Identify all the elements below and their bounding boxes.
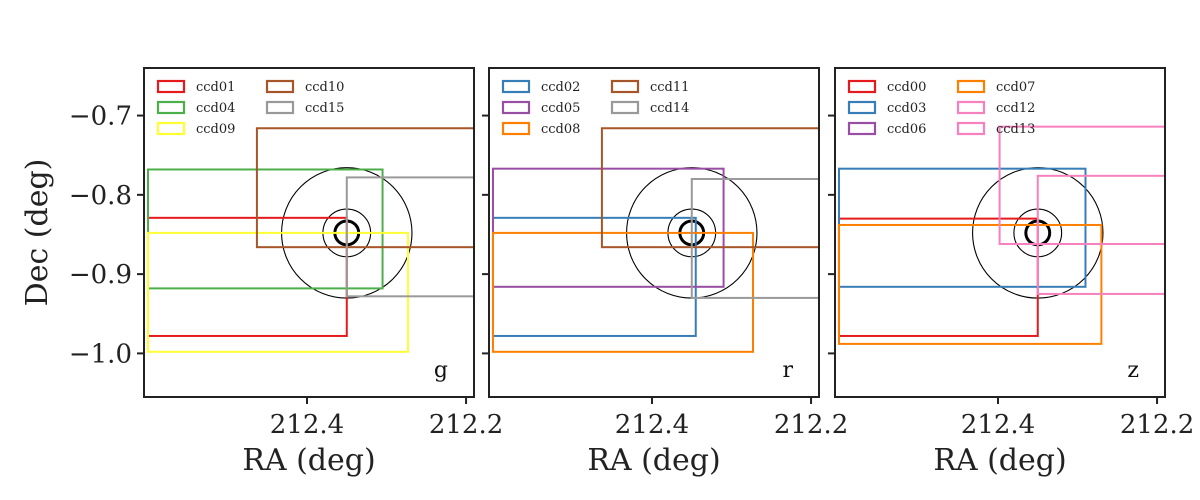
legend-swatch-ccd10 (265, 79, 295, 94)
legend-swatch-ccd05 (501, 100, 531, 115)
x-axis-title: RA (deg) (933, 443, 1066, 478)
legend-label-ccd06: ccd06 (887, 122, 926, 137)
legend-swatch-ccd07 (956, 79, 986, 94)
legend-swatch-ccd08 (501, 121, 531, 136)
plot-area (146, 127, 474, 353)
footprint-ccd05 (491, 167, 725, 288)
legend-swatch-ccd02 (501, 79, 531, 94)
panel-g: −0.7 −0.8 −0.9 −1.0 212.4 212.2 RA (deg) Dec (d… (20, 67, 503, 478)
legend-swatch-ccd00 (847, 79, 877, 94)
footprint-ccd09 (146, 231, 410, 353)
x-tick-label: 212.2 (774, 410, 848, 440)
footprint-ccd02 (491, 216, 697, 337)
band-label: g (434, 358, 448, 383)
legend-label-ccd10: ccd10 (305, 80, 344, 95)
legend-label-ccd05: ccd05 (541, 101, 580, 116)
footprint-ccd07 (837, 223, 1103, 345)
legend-label-ccd11: ccd11 (650, 80, 689, 95)
x-tick-label: 212.4 (615, 410, 689, 440)
legend-label-ccd04: ccd04 (196, 101, 235, 116)
legend-label-ccd08: ccd08 (541, 122, 580, 137)
legend-label-ccd12: ccd12 (996, 101, 1035, 116)
legend: ccd02 ccd05 ccd08 ccd11 ccd14 (501, 79, 689, 137)
footprint-ccd11 (600, 127, 819, 249)
footprint-ccd15 (345, 176, 474, 298)
x-tick-label: 212.2 (429, 410, 503, 440)
legend-label-ccd00: ccd00 (887, 80, 926, 95)
legend-swatch-ccd09 (156, 121, 186, 136)
band-label: z (1127, 358, 1139, 383)
legend-label-ccd09: ccd09 (196, 122, 235, 137)
x-axis-title: RA (deg) (587, 443, 720, 478)
footprint-ccd01 (146, 216, 348, 337)
x-axis-title: RA (deg) (242, 443, 375, 478)
footprint-ccd14 (690, 177, 819, 299)
legend: ccd00 ccd03 ccd06 ccd07 ccd12 ccd13 (847, 79, 1035, 137)
y-tick-label: −1.0 (69, 339, 132, 369)
x-tick-label: 212.4 (270, 410, 344, 440)
footprint-ccd04 (146, 168, 384, 290)
plot-area (837, 125, 1165, 345)
legend-swatch-ccd12 (956, 100, 986, 115)
legend-label-ccd03: ccd03 (887, 101, 926, 116)
band-label: r (782, 358, 793, 383)
x-tick-label: 212.2 (1120, 410, 1194, 440)
y-tick-label: −0.9 (69, 260, 132, 290)
footprint-ccd00 (837, 217, 1039, 337)
plot-area (491, 127, 819, 353)
footprint-ccd12 (998, 125, 1165, 245)
y-tick-label: −0.7 (69, 102, 132, 132)
legend-label-ccd13: ccd13 (996, 122, 1035, 137)
legend-label-ccd07: ccd07 (996, 80, 1035, 95)
x-tick-label: 212.4 (961, 410, 1035, 440)
legend-label-ccd02: ccd02 (541, 80, 580, 95)
axes-frame (143, 67, 475, 398)
axes-frame (488, 67, 820, 398)
y-axis-title: Dec (deg) (20, 159, 55, 307)
legend-swatch-ccd06 (847, 121, 877, 136)
footprint-ccd08 (491, 231, 754, 353)
legend-label-ccd01: ccd01 (196, 80, 235, 95)
footprint-ccd13 (1036, 174, 1165, 295)
axes-frame (834, 67, 1166, 398)
legend-label-ccd14: ccd14 (650, 101, 689, 116)
legend: ccd01 ccd04 ccd09 ccd10 ccd15 (156, 79, 344, 137)
legend-label-ccd15: ccd15 (305, 101, 344, 116)
legend-swatch-ccd15 (265, 100, 295, 115)
legend-swatch-ccd11 (610, 79, 640, 94)
legend-swatch-ccd13 (956, 121, 986, 136)
footprint-ccd10 (255, 127, 474, 249)
y-tick-label: −0.8 (69, 181, 132, 211)
legend-swatch-ccd04 (156, 100, 186, 115)
legend-swatch-ccd14 (610, 100, 640, 115)
legend-swatch-ccd01 (156, 79, 186, 94)
legend-swatch-ccd03 (847, 100, 877, 115)
